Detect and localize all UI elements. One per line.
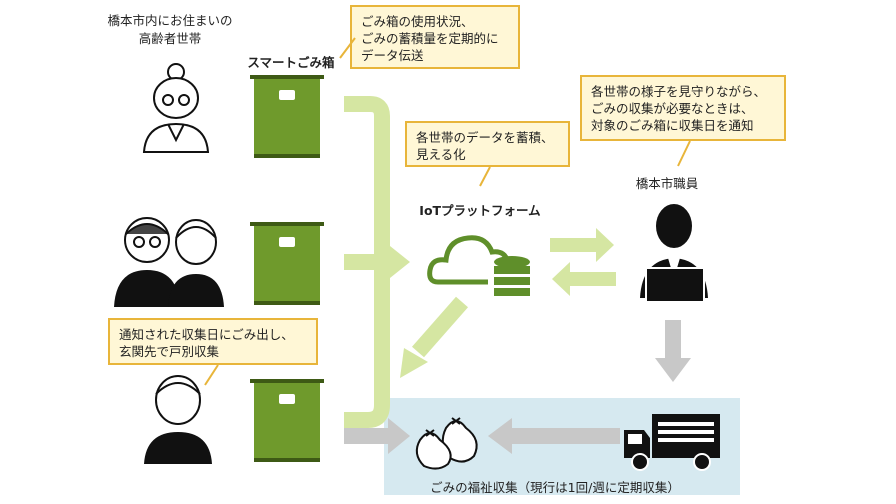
callout-staff-task: 各世帯の様子を見守りながら、 ごみの収集が必要なときは、 対象のごみ箱に収集日を… [580, 75, 786, 141]
smart-bin-3 [250, 379, 324, 462]
smart-bin-2 [250, 222, 324, 305]
staff-at-laptop-icon [640, 204, 708, 303]
elderly-woman-icon [142, 63, 210, 153]
garbage-bags-icon [415, 417, 478, 470]
garbage-truck-icon [624, 414, 720, 471]
elderly-couple-icon [114, 217, 224, 307]
welfare-collection-label: ごみの福祉収集（現行は1回/週に定期収集） [430, 480, 680, 495]
iot-platform-label: IoTプラットフォーム [419, 203, 541, 218]
cloud-database-icon [427, 235, 530, 296]
households-label: 橋本市内にお住まいの 高齢者世帯 [107, 13, 233, 46]
elderly-person-icon [144, 375, 212, 464]
callout-household-task: 通知された収集日にごみ出し、 玄関先で戸別収集 [108, 318, 318, 365]
smart-bin-1 [250, 75, 324, 158]
callout-bin-data: ごみ箱の使用状況、 ごみの蓄積量を定期的に データ伝送 [350, 5, 520, 69]
staff-label: 橋本市職員 [635, 176, 699, 191]
smart-bin-label: スマートごみ箱 [247, 55, 335, 70]
callout-platform: 各世帯のデータを蓄積、 見える化 [405, 121, 570, 167]
